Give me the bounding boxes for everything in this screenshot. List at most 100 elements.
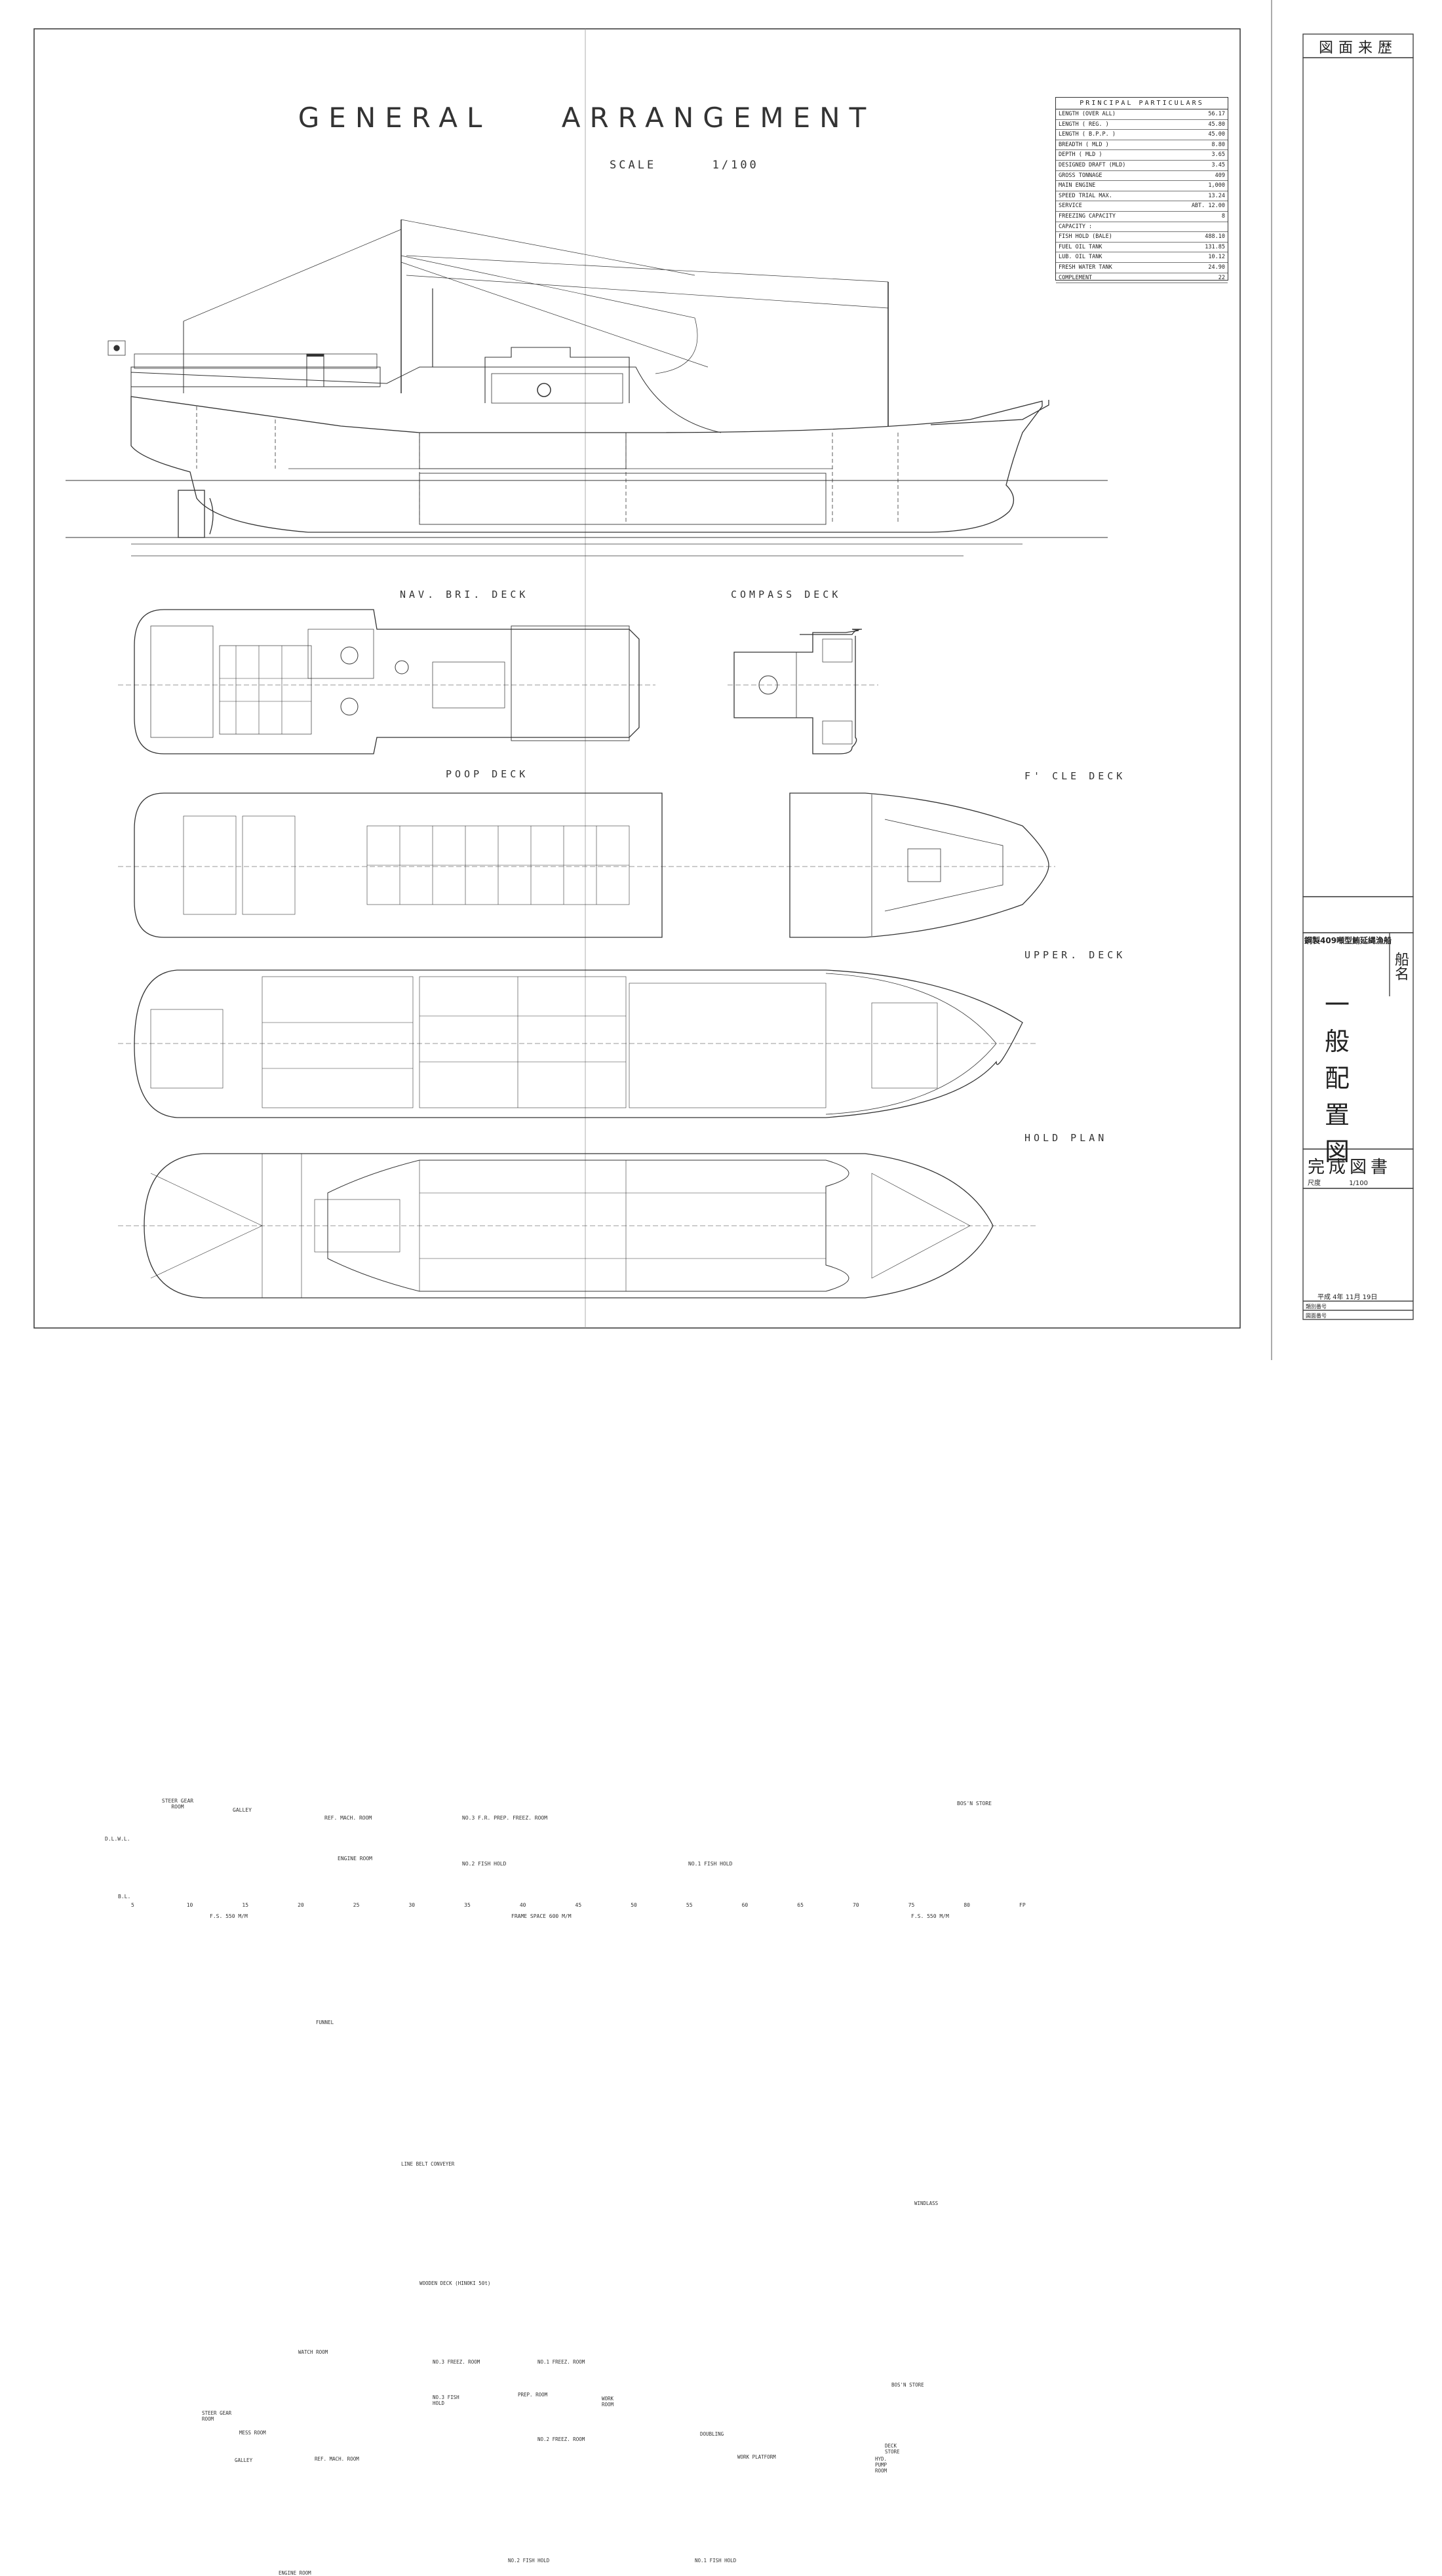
pp-row: MAIN ENGINE 1,000	[1056, 181, 1228, 191]
pp-row: FISH HOLD (BALE)488.10	[1056, 232, 1228, 243]
pp-row: LENGTH (OVER ALL) 56.17	[1056, 109, 1228, 120]
label-doubling: DOUBLING	[700, 2431, 724, 2437]
pp-label: MAIN ENGINE	[1059, 182, 1096, 189]
pp-label: BREADTH ( MLD )	[1059, 141, 1109, 148]
pp-row: LENGTH ( REG. )45.80	[1056, 120, 1228, 130]
pp-label: DEPTH ( MLD )	[1059, 151, 1102, 159]
drawing-title: GENERAL ARRANGEMENT	[0, 102, 1173, 134]
label-upper-bosn-store: BOS'N STORE	[891, 2382, 924, 2388]
pp-value: 24.90	[1208, 263, 1225, 271]
pp-label: DESIGNED DRAFT (MLD)	[1059, 161, 1126, 168]
drawing-number-label: 図面番号	[1306, 1313, 1327, 1319]
label-no3-freez: NO.3 FREEZ. ROOM	[433, 2359, 480, 2365]
principal-particulars-table: PRINCIPAL PARTICULARS LENGTH (OVER ALL) 5…	[1055, 97, 1228, 284]
label-hold-no1: NO.1 FISH HOLD	[695, 2558, 737, 2564]
label-frame-space-aft: F.S. 550 M/M	[210, 1913, 248, 1919]
label-hold-plan: HOLD PLAN	[1024, 1132, 1108, 1144]
frame-number: 35	[464, 1902, 471, 1908]
frame-ticks	[131, 543, 1023, 556]
label-bosn-store: BOS'N STORE	[957, 1801, 992, 1806]
pp-value: 22	[1218, 274, 1225, 281]
pp-row: CAPACITY :	[1056, 222, 1228, 233]
frame-number: 30	[408, 1902, 416, 1908]
pp-value: 3.45	[1211, 161, 1225, 168]
drawing-title-jp: 一般配置図	[1317, 986, 1357, 1170]
pp-label: SERVICE	[1059, 203, 1082, 210]
ship-type: 鋼製409噸型鮪延縄漁船	[1304, 936, 1392, 945]
label-funnel: FUNNEL	[316, 2020, 334, 2025]
pp-label: FUEL OIL TANK	[1059, 243, 1102, 250]
frame-number: 55	[686, 1902, 693, 1908]
hold-plan	[118, 1153, 1036, 1298]
pp-label: FREEZING CAPACITY	[1059, 212, 1116, 220]
label-watch-room: WATCH ROOM	[298, 2349, 328, 2355]
frame-number: 50	[631, 1902, 637, 1908]
pp-value: 8.80	[1211, 141, 1225, 148]
label-frame-space-fwd: F.S. 550 M/M	[911, 1913, 949, 1919]
pp-row: DESIGNED DRAFT (MLD) 3.45	[1056, 161, 1228, 171]
label-deck-store: DECK STORE	[885, 2443, 900, 2455]
drawing-title-char: 図	[1324, 1137, 1350, 1166]
label-dlwl: D.L.W.L.	[105, 1836, 130, 1842]
frame-number: 15	[242, 1902, 249, 1908]
drawing-title-char: 置	[1324, 1101, 1350, 1129]
pp-row: SERVICE ABT. 12.00	[1056, 201, 1228, 212]
frame-number: 65	[797, 1902, 804, 1908]
hull-outline	[130, 396, 1043, 533]
title-word-1: GENERAL	[298, 102, 492, 134]
frame-number: 45	[575, 1902, 582, 1908]
pp-value: 45.80	[1208, 121, 1225, 128]
frame-number: FP	[1019, 1902, 1026, 1908]
label-wooden-deck: WOODEN DECK (HINOKI 50t)	[419, 2280, 491, 2286]
drawing-title-char: 配	[1324, 1064, 1350, 1093]
pp-label: CAPACITY :	[1059, 223, 1093, 230]
pp-value: 13.24	[1208, 192, 1225, 199]
pp-label: LUB. OIL TANK	[1059, 254, 1102, 261]
frame-number: 75	[908, 1902, 915, 1908]
label-hold-engine-room: ENGINE ROOM	[279, 2570, 311, 2576]
frame-number: 25	[353, 1902, 360, 1908]
compass-deck-plan	[728, 629, 878, 754]
profile-view	[66, 219, 1108, 556]
label-steer-gear-room: STEER GEAR ROOM	[161, 1798, 194, 1810]
pp-value: 1,000	[1208, 182, 1225, 189]
pp-label: FRESH WATER TANK	[1059, 263, 1112, 271]
label-no1-fish-hold: NO.1 FISH HOLD	[688, 1861, 733, 1867]
scale-box-value: 1/100	[1349, 1180, 1369, 1187]
title-block-frame	[1302, 33, 1414, 1320]
label-hold-no2: NO.2 FISH HOLD	[508, 2558, 550, 2564]
label-frame-space-mid: FRAME SPACE 600 M/M	[511, 1913, 572, 1919]
label-no2-freez: NO.2 FREEZ. ROOM	[537, 2436, 585, 2442]
pp-value: 131.85	[1205, 243, 1225, 250]
label-line-belt-conveyer: LINE BELT CONVEYER	[401, 2161, 455, 2167]
label-no2-fish-hold: NO.2 FISH HOLD	[462, 1861, 507, 1867]
pp-value: 56.17	[1208, 111, 1225, 117]
label-hyd-pump: HYD. PUMP ROOM	[875, 2456, 887, 2474]
label-galley: GALLEY	[233, 1807, 252, 1813]
principal-particulars-heading: PRINCIPAL PARTICULARS	[1056, 98, 1228, 109]
scale-box: 尺度 1/100	[1308, 1177, 1368, 1187]
frame-number: 5	[131, 1902, 134, 1908]
pp-row: FRESH WATER TANK 24.90	[1056, 263, 1228, 273]
scale-value: 1/100	[712, 159, 759, 172]
label-no1-freez: NO.1 FREEZ. ROOM	[537, 2359, 585, 2365]
revision-history-header: 図面来歴	[1318, 40, 1397, 56]
nav-bri-deck-plan	[118, 609, 655, 754]
pp-label: LENGTH (OVER ALL)	[1059, 111, 1116, 117]
scale-note: SCALE 1/100	[610, 159, 759, 172]
pp-value: 3.65	[1211, 151, 1225, 159]
label-no3-fish-hold: NO.3 FISH HOLD	[433, 2394, 459, 2406]
ship-name-label: 船名	[1392, 952, 1409, 981]
label-work-platform: WORK PLATFORM	[737, 2454, 776, 2460]
pp-row: FUEL OIL TANK 131.85	[1056, 243, 1228, 253]
pp-row: DEPTH ( MLD ) 3.65	[1056, 150, 1228, 161]
pp-value: ABT. 12.00	[1191, 203, 1225, 210]
label-upper-steer-gear: STEER GEAR ROOM	[202, 2410, 232, 2422]
scale-box-label: 尺度	[1308, 1180, 1321, 1187]
frame-number: 80	[964, 1902, 970, 1908]
upper-deck-plan	[118, 969, 1036, 1118]
label-work-room: WORK ROOM	[602, 2396, 614, 2408]
